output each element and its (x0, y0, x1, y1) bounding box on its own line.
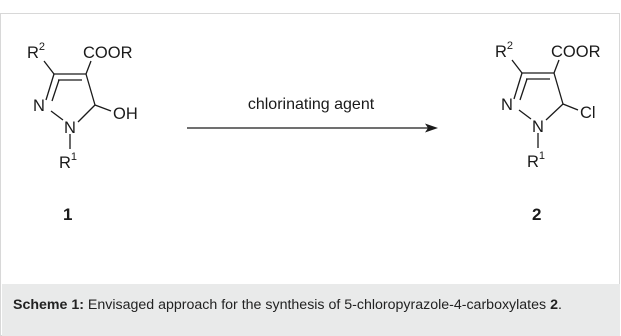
bond-c3-r2 (43, 60, 55, 75)
reactant-oh-label: OH (113, 105, 138, 123)
reactant-r2-label: R2 (27, 41, 45, 62)
reactant-ester-label: COOR (83, 44, 133, 62)
reactant-structure (43, 60, 112, 149)
bond-c5-oh (94, 104, 112, 112)
caption-period: . (557, 297, 562, 313)
reactant-n1-label: N (64, 119, 76, 137)
reaction-scheme: R2 COOR N N OH R1 1 chlorinating agent (27, 40, 601, 224)
bond-c3-n2 (45, 73, 55, 101)
bond-c4-cooR (85, 60, 92, 75)
caption-text: Envisaged approach for the synthesis of … (83, 297, 551, 313)
reactant-r1-label: R1 (59, 151, 77, 172)
product-cl-label: Cl (580, 104, 596, 122)
reactant-labels: R2 COOR N N OH R1 1 (27, 41, 138, 224)
arrow-label: chlorinating agent (248, 96, 375, 113)
bond-c5-n1 (77, 104, 96, 123)
reaction-arrow (187, 123, 438, 133)
bond-c3-n2-inner (519, 78, 528, 101)
bond-c4-c5 (85, 73, 96, 106)
product-n2-label: N (501, 96, 513, 114)
product-r2-label: R2 (495, 40, 513, 61)
product-compound-number: 2 (532, 205, 541, 224)
bond-c3-r2 (511, 59, 523, 74)
bond-n2-n1 (50, 110, 64, 121)
product-labels: R2 COOR N N Cl R1 2 (495, 40, 601, 224)
bond-c5-n1 (545, 103, 564, 121)
bond-c4-cooR (553, 59, 560, 74)
caption-label: Scheme 1: (13, 297, 84, 313)
scheme-figure: R2 COOR N N OH R1 1 chlorinating agent (0, 13, 620, 336)
caption-compound-ref: 2 (550, 297, 558, 313)
product-r1-label: R1 (527, 150, 545, 171)
scheme-caption: Scheme 1: Envisaged approach for the syn… (2, 284, 620, 336)
reactant-compound-number: 1 (63, 205, 72, 224)
bond-c4-c5 (553, 72, 564, 105)
reactant-n2-label: N (33, 97, 45, 115)
bond-n2-n1 (518, 109, 532, 120)
bond-c5-cl (562, 103, 579, 111)
product-structure (511, 59, 579, 148)
bond-c3-n2 (513, 72, 523, 100)
product-ester-label: COOR (551, 43, 601, 61)
product-n1-label: N (532, 118, 544, 136)
bond-c3-n2-inner (51, 79, 60, 102)
